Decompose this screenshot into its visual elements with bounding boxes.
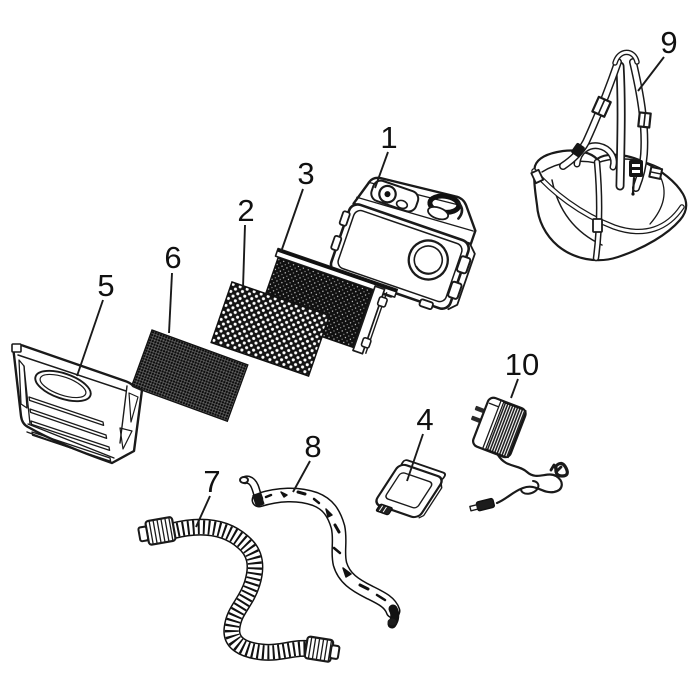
pre-filter-illustration <box>130 329 249 423</box>
callout-2: 2 <box>237 193 254 228</box>
callout-6: 6 <box>164 240 181 275</box>
callout-9: 9 <box>660 25 677 60</box>
blower-unit-illustration <box>329 176 477 311</box>
callout-labels: 1 2 3 4 5 6 7 8 9 10 <box>97 25 677 499</box>
callout-7: 7 <box>203 464 220 499</box>
battery-charger-illustration <box>469 396 569 512</box>
harness-illustration <box>530 49 688 262</box>
front-cover-illustration <box>11 343 144 465</box>
callout-5: 5 <box>97 268 114 303</box>
callout-8: 8 <box>304 429 321 464</box>
covered-hose-illustration <box>239 475 401 629</box>
callout-1: 1 <box>380 120 397 155</box>
callout-4: 4 <box>416 402 433 437</box>
callout-10: 10 <box>505 347 539 382</box>
filter-cartridge-illustration <box>257 247 399 355</box>
battery-pack-illustration <box>375 459 447 519</box>
leader-lines <box>76 56 665 528</box>
perforated-filter-illustration <box>210 281 331 378</box>
callout-3: 3 <box>297 156 314 191</box>
corrugated-hose-illustration <box>137 516 341 663</box>
